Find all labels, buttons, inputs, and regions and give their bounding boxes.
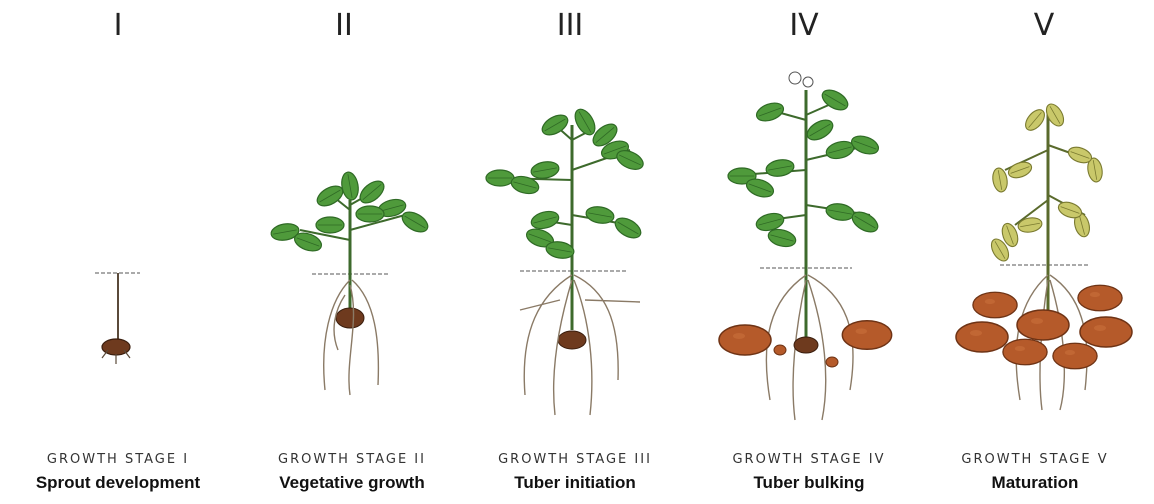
stage-label: GROWTH STAGE II bbox=[237, 452, 467, 467]
stage-label: GROWTH STAGE V bbox=[920, 452, 1150, 467]
stage-label: GROWTH STAGE IV bbox=[694, 452, 924, 467]
stage-name: Vegetative growth bbox=[237, 473, 467, 493]
stage-name: Tuber bulking bbox=[694, 473, 924, 493]
flower bbox=[789, 72, 801, 84]
stage-1-plant bbox=[95, 273, 140, 364]
stage-2-plant bbox=[270, 171, 431, 395]
stage-label: GROWTH STAGE III bbox=[460, 452, 690, 467]
stage-name: Tuber initiation bbox=[460, 473, 690, 493]
stage-4-numeral: IV bbox=[744, 8, 864, 43]
seed-piece bbox=[336, 308, 364, 328]
stage-2-numeral: II bbox=[284, 8, 404, 43]
seed-piece bbox=[558, 331, 586, 349]
stage-1-caption: GROWTH STAGE I Sprout development bbox=[3, 452, 233, 493]
stage-name: Maturation bbox=[920, 473, 1150, 493]
stage-5-numeral: V bbox=[984, 8, 1104, 43]
stage-3-numeral: III bbox=[510, 8, 630, 43]
stage-4-caption: GROWTH STAGE IV Tuber bulking bbox=[694, 452, 924, 493]
stage-label: GROWTH STAGE I bbox=[3, 452, 233, 467]
stage-5-plant bbox=[956, 101, 1132, 410]
stage-3-caption: GROWTH STAGE III Tuber initiation bbox=[460, 452, 690, 493]
stage-3-plant bbox=[486, 106, 646, 415]
stage-1-numeral: I bbox=[58, 8, 178, 43]
stage-4-plant bbox=[719, 72, 892, 420]
stage-name: Sprout development bbox=[3, 473, 233, 493]
stage-5-caption: GROWTH STAGE V Maturation bbox=[920, 452, 1150, 493]
stage-2-caption: GROWTH STAGE II Vegetative growth bbox=[237, 452, 467, 493]
